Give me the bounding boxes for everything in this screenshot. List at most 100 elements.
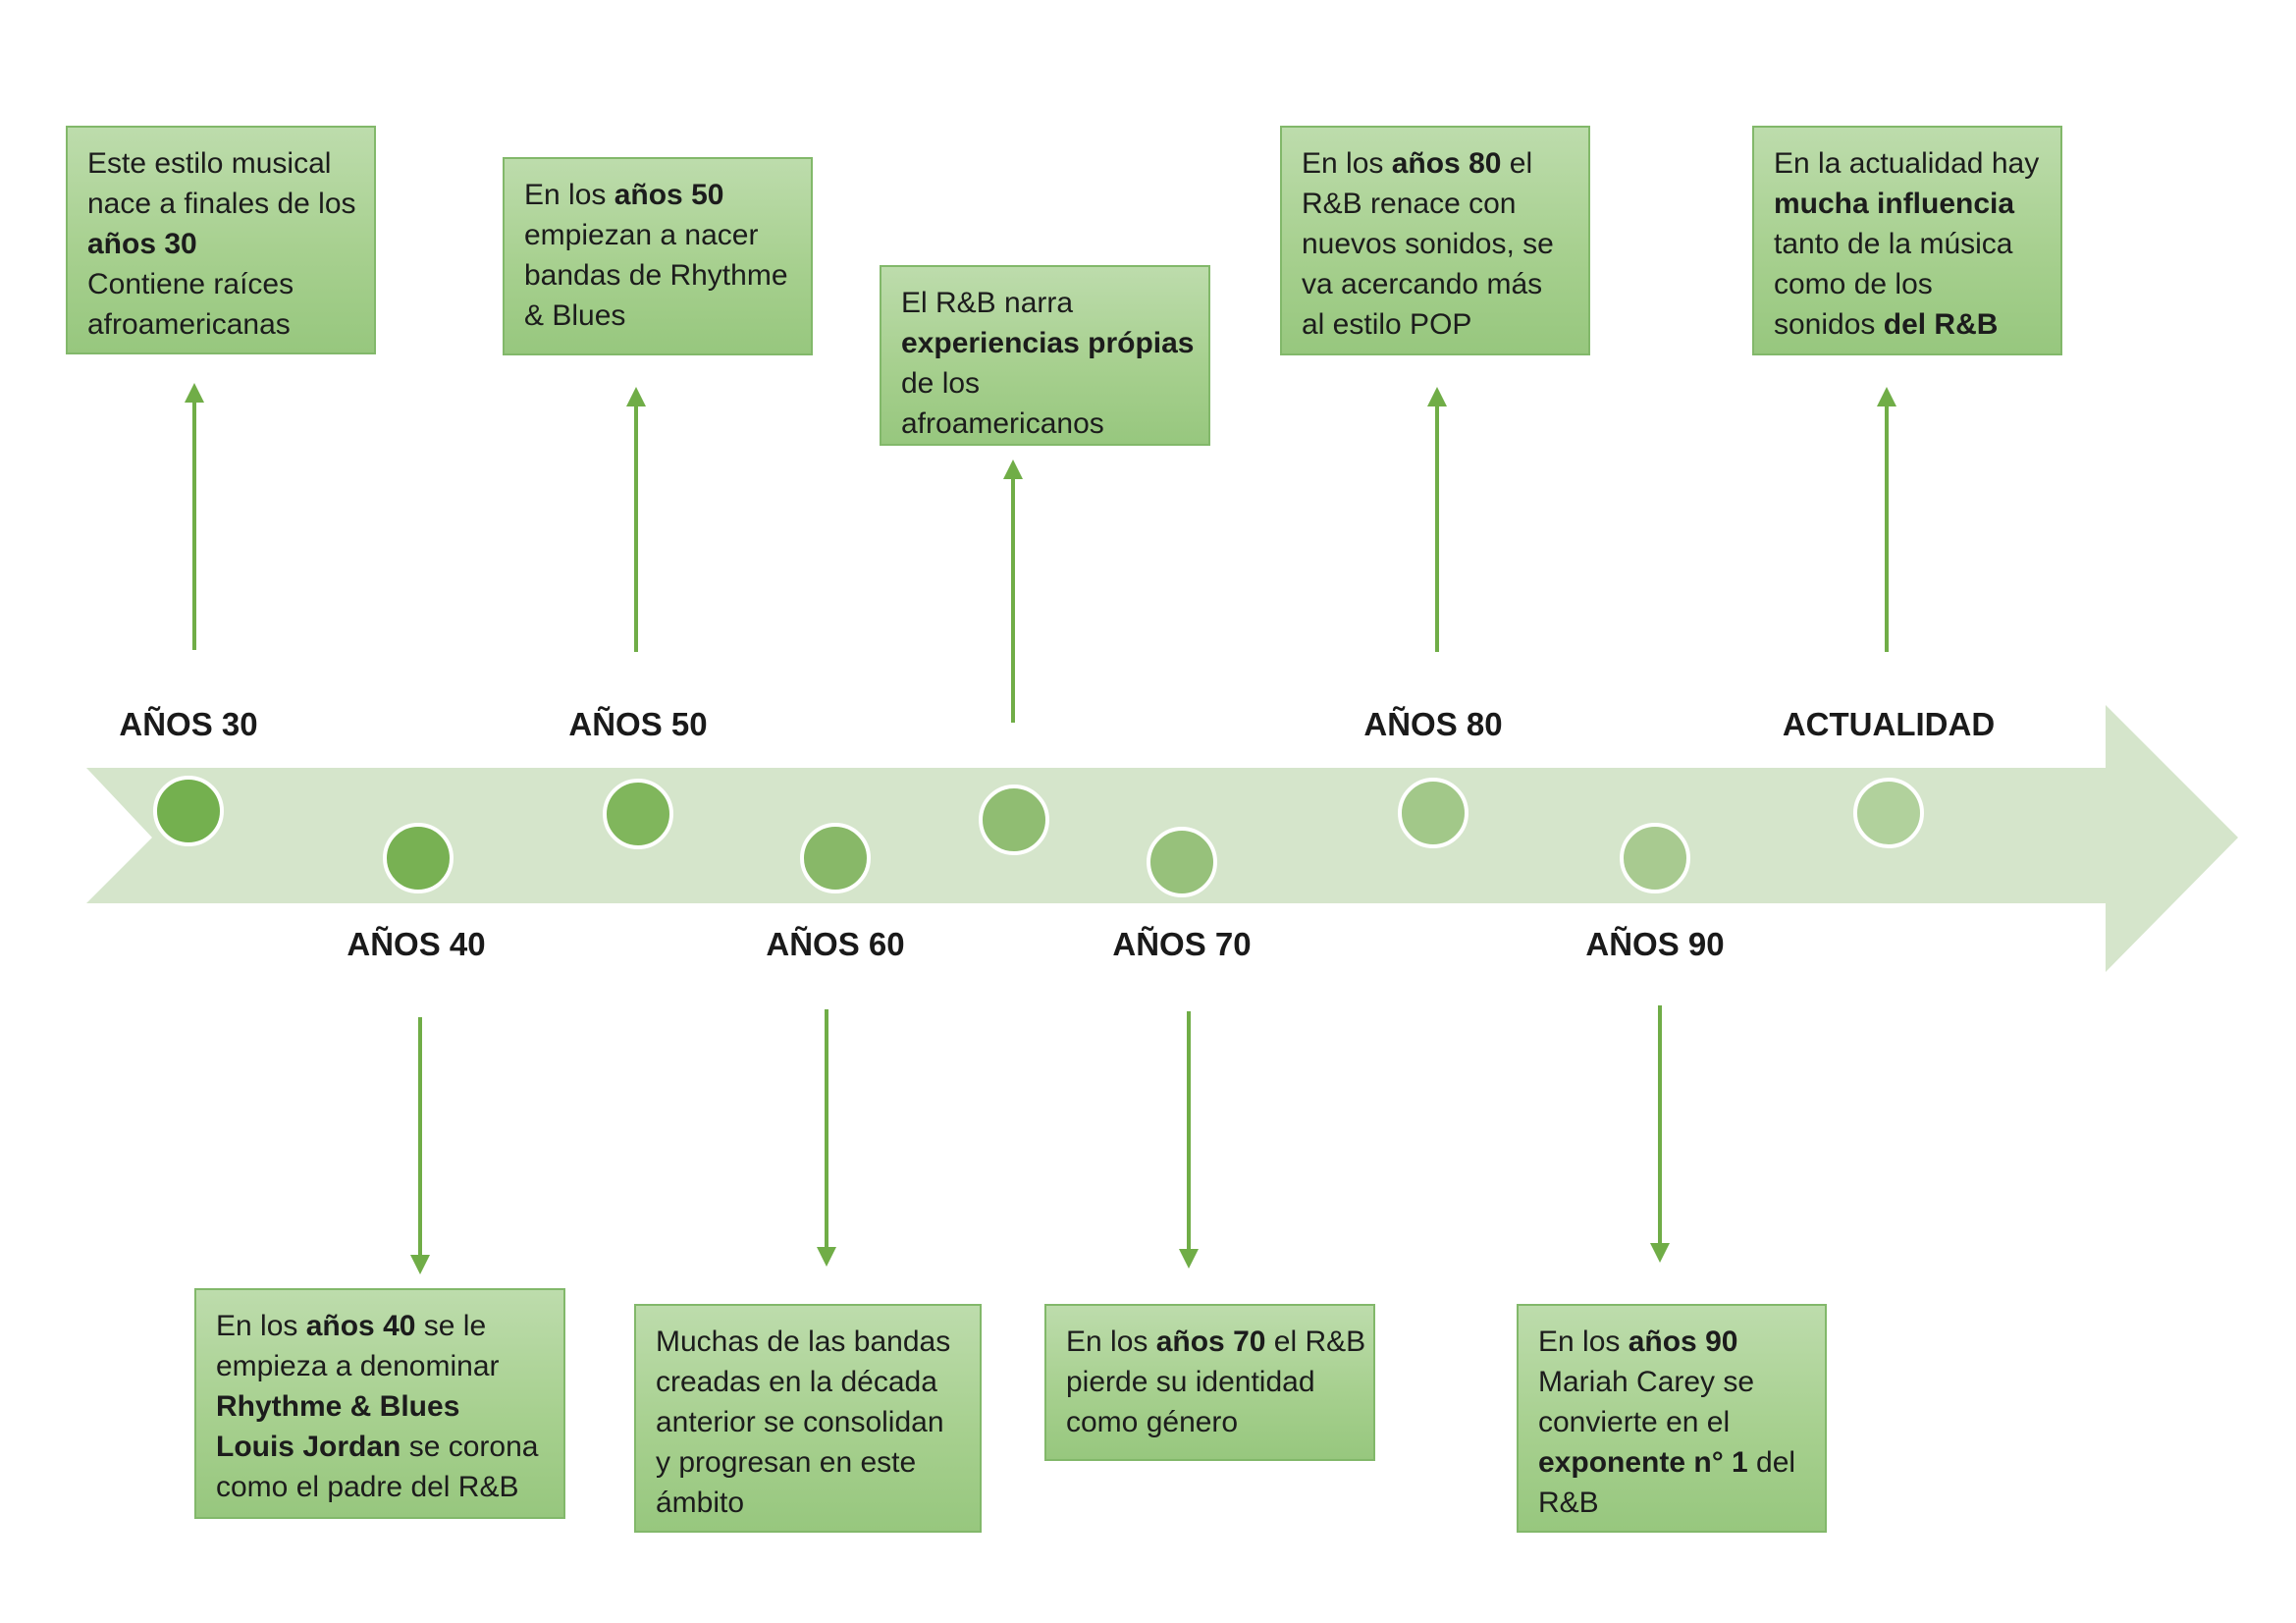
body-text: bandas de Rhythme [524, 259, 788, 292]
body-text: Muchas de las bandas [656, 1325, 951, 1358]
text-line: experiencias própias [901, 323, 1194, 363]
body-text: & Blues [524, 299, 626, 332]
text-line: mucha influencia [1774, 184, 2041, 224]
text-line: anterior se consolidan [656, 1402, 960, 1442]
body-text: R&B renace con [1302, 188, 1517, 220]
text-line: Muchas de las bandas [656, 1322, 960, 1362]
text-line: Louis Jordan se corona [216, 1427, 544, 1467]
milestone-text-box: Muchas de las bandas creadas en la década… [634, 1304, 982, 1533]
emphasis-text: años 50 [614, 179, 724, 211]
milestone-label: AÑOS 90 [1585, 926, 1725, 962]
text-line: empiezan a nacer [524, 215, 791, 255]
text-line: bandas de Rhythme [524, 255, 791, 296]
text-line: exponente n° 1 del [1538, 1442, 1805, 1483]
emphasis-text: años 40 [305, 1310, 416, 1342]
text-line: y progresan en este [656, 1442, 960, 1483]
emphasis-text: Rhythme & Blues [216, 1390, 460, 1423]
text-line: al estilo POP [1302, 304, 1569, 345]
text-line: como de los [1774, 264, 2041, 304]
milestone-dot [979, 784, 1049, 855]
milestone-dots [153, 776, 1924, 897]
milestone-dot [383, 823, 454, 893]
body-text: como género [1066, 1406, 1239, 1438]
milestone-label: AÑOS 60 [766, 926, 905, 962]
text-line: Mariah Carey se [1538, 1362, 1805, 1402]
emphasis-text: años 90 [1628, 1325, 1738, 1358]
text-line: En los años 40 se le [216, 1306, 544, 1346]
emphasis-text: del R&B [1883, 308, 1999, 341]
text-line: Este estilo musical [87, 143, 354, 184]
body-text: convierte en el [1538, 1406, 1731, 1438]
text-line: & Blues [524, 296, 791, 336]
body-text: nace a finales de los [87, 188, 356, 220]
body-text: anterior se consolidan [656, 1406, 944, 1438]
emphasis-text: Louis Jordan [216, 1431, 401, 1463]
milestone-label: AÑOS 70 [1112, 926, 1252, 962]
body-text: del [1747, 1446, 1796, 1479]
text-line: En los años 70 el R&B [1066, 1322, 1365, 1362]
text-line: de los [901, 363, 1189, 404]
milestone-label: AÑOS 30 [119, 706, 258, 742]
body-text: ámbito [656, 1487, 745, 1519]
body-text: sonidos [1774, 308, 1884, 341]
milestone-text-box: Este estilo musical nace a finales de los… [66, 126, 376, 354]
body-text: En los [216, 1310, 306, 1342]
body-text: al estilo POP [1302, 308, 1472, 341]
body-text: tanto de la música [1774, 228, 2013, 260]
milestone-dot [800, 823, 871, 893]
text-line: va acercando más [1302, 264, 1569, 304]
body-text: R&B [1538, 1487, 1599, 1519]
text-line: creadas en la década [656, 1362, 960, 1402]
milestone-text-box: En los años 70 el R&B pierde su identidad… [1044, 1304, 1375, 1461]
text-line: ámbito [656, 1483, 960, 1523]
milestone-dot [153, 776, 224, 846]
text-line: En los años 80 el [1302, 143, 1569, 184]
body-text: y progresan en este [656, 1446, 917, 1479]
milestone-dot [1398, 778, 1468, 848]
text-line: convierte en el [1538, 1402, 1805, 1442]
body-text: Contiene raíces [87, 268, 294, 300]
milestone-text-box: En los años 80 el R&B renace con nuevos so… [1280, 126, 1590, 355]
emphasis-text: exponente n° 1 [1538, 1446, 1748, 1479]
body-text: como de los [1774, 268, 1933, 300]
milestone-label: ACTUALIDAD [1782, 706, 1996, 742]
text-line: Rhythme & Blues [216, 1386, 544, 1427]
body-text: como el padre del R&B [216, 1471, 519, 1503]
body-text: va acercando más [1302, 268, 1543, 300]
body-text: El R&B narra [901, 287, 1074, 319]
body-text: pierde su identidad [1066, 1366, 1315, 1398]
body-text: de los [901, 367, 981, 400]
milestone-label: AÑOS 50 [568, 706, 708, 742]
body-text: Este estilo musical [87, 147, 332, 180]
text-line: años 30 [87, 224, 354, 264]
text-line: nace a finales de los [87, 184, 356, 224]
milestone-label: AÑOS 40 [347, 926, 486, 962]
text-line: R&B renace con [1302, 184, 1569, 224]
connector-arrows [185, 383, 1896, 1274]
body-text: se le [415, 1310, 487, 1342]
text-line: sonidos del R&B [1774, 304, 2041, 345]
text-line: El R&B narra [901, 283, 1189, 323]
text-line: como género [1066, 1402, 1354, 1442]
emphasis-text: años 70 [1155, 1325, 1266, 1358]
text-line: afroamericanas [87, 304, 354, 345]
text-line: nuevos sonidos, se [1302, 224, 1569, 264]
text-line: tanto de la música [1774, 224, 2041, 264]
text-line: En los años 90 [1538, 1322, 1805, 1362]
text-line: En los años 50 [524, 175, 791, 215]
text-line: Contiene raíces [87, 264, 354, 304]
emphasis-text: años 30 [87, 228, 197, 260]
text-line: como el padre del R&B [216, 1467, 544, 1507]
text-line: R&B [1538, 1483, 1805, 1523]
emphasis-text: experiencias própias [901, 327, 1195, 359]
emphasis-text: años 80 [1391, 147, 1502, 180]
body-text: En los [1538, 1325, 1629, 1358]
body-text: el R&B [1265, 1325, 1366, 1358]
milestone-dot [1147, 827, 1217, 897]
body-text: afroamericanas [87, 308, 291, 341]
